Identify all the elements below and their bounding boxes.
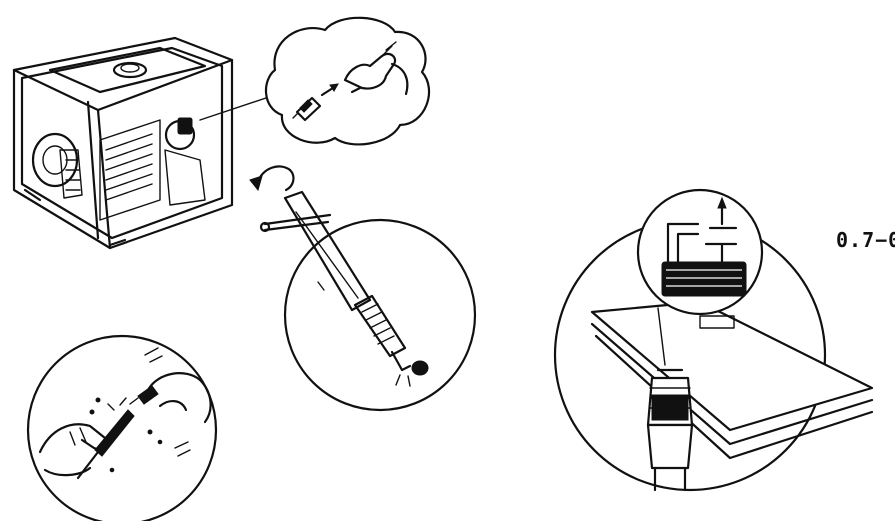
spark-plug-cap-icon [264, 16, 431, 146]
electrode-gap-label: 0.7−0.1 [836, 228, 895, 252]
generator-icon [12, 36, 276, 250]
feeler-gauge-icon [553, 188, 874, 492]
spark-plug-wrench-icon [249, 165, 477, 412]
wire-brush-icon [26, 334, 218, 525]
